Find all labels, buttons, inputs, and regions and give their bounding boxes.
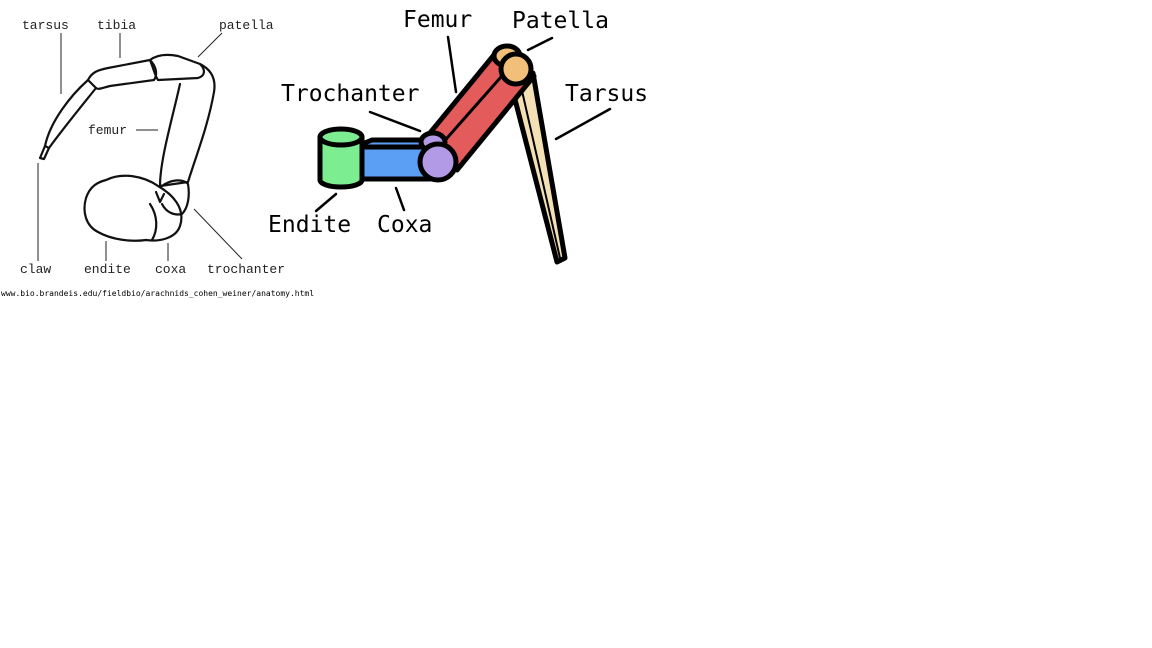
model-label-trochanter: Trochanter [281,81,419,107]
model-endite-top [317,126,365,148]
sketch-label-trochanter: trochanter [207,262,285,277]
sketch-label-femur: femur [88,123,127,138]
model-patella [498,51,534,87]
model-label-tarsus: Tarsus [565,81,648,107]
model-label-femur: Femur [403,7,472,33]
sketch-patella-outline [148,53,205,82]
sketch-label-claw: claw [20,262,51,277]
sketch-trochanter-outline [160,179,190,216]
sketch-claw-outline [38,144,51,161]
model-trochanter-joint [417,141,459,183]
sketch-label-endite: endite [84,262,131,277]
sketch-label-patella: patella [219,18,274,33]
model-label-endite: Endite [268,212,351,238]
source-url: www.bio.brandeis.edu/fieldbio/arachnids_… [1,289,314,298]
model-label-patella: Patella [512,8,609,34]
sketch-label-tibia: tibia [97,18,136,33]
model-label-coxa: Coxa [377,212,432,238]
model-tarsus [508,70,568,265]
sketch-label-tarsus: tarsus [22,18,69,33]
sketch-label-coxa: coxa [155,262,186,277]
sketch-endite-coxa-outline [83,174,183,242]
sketch-tibia-outline [86,58,158,90]
model-endite [317,134,365,190]
leg-sketch: tarsus tibia patella femur claw endite c… [1,18,314,298]
leg-model: Femur Patella Trochanter Tarsus Endite C… [268,7,648,265]
sketch-femur-outline [158,62,216,188]
